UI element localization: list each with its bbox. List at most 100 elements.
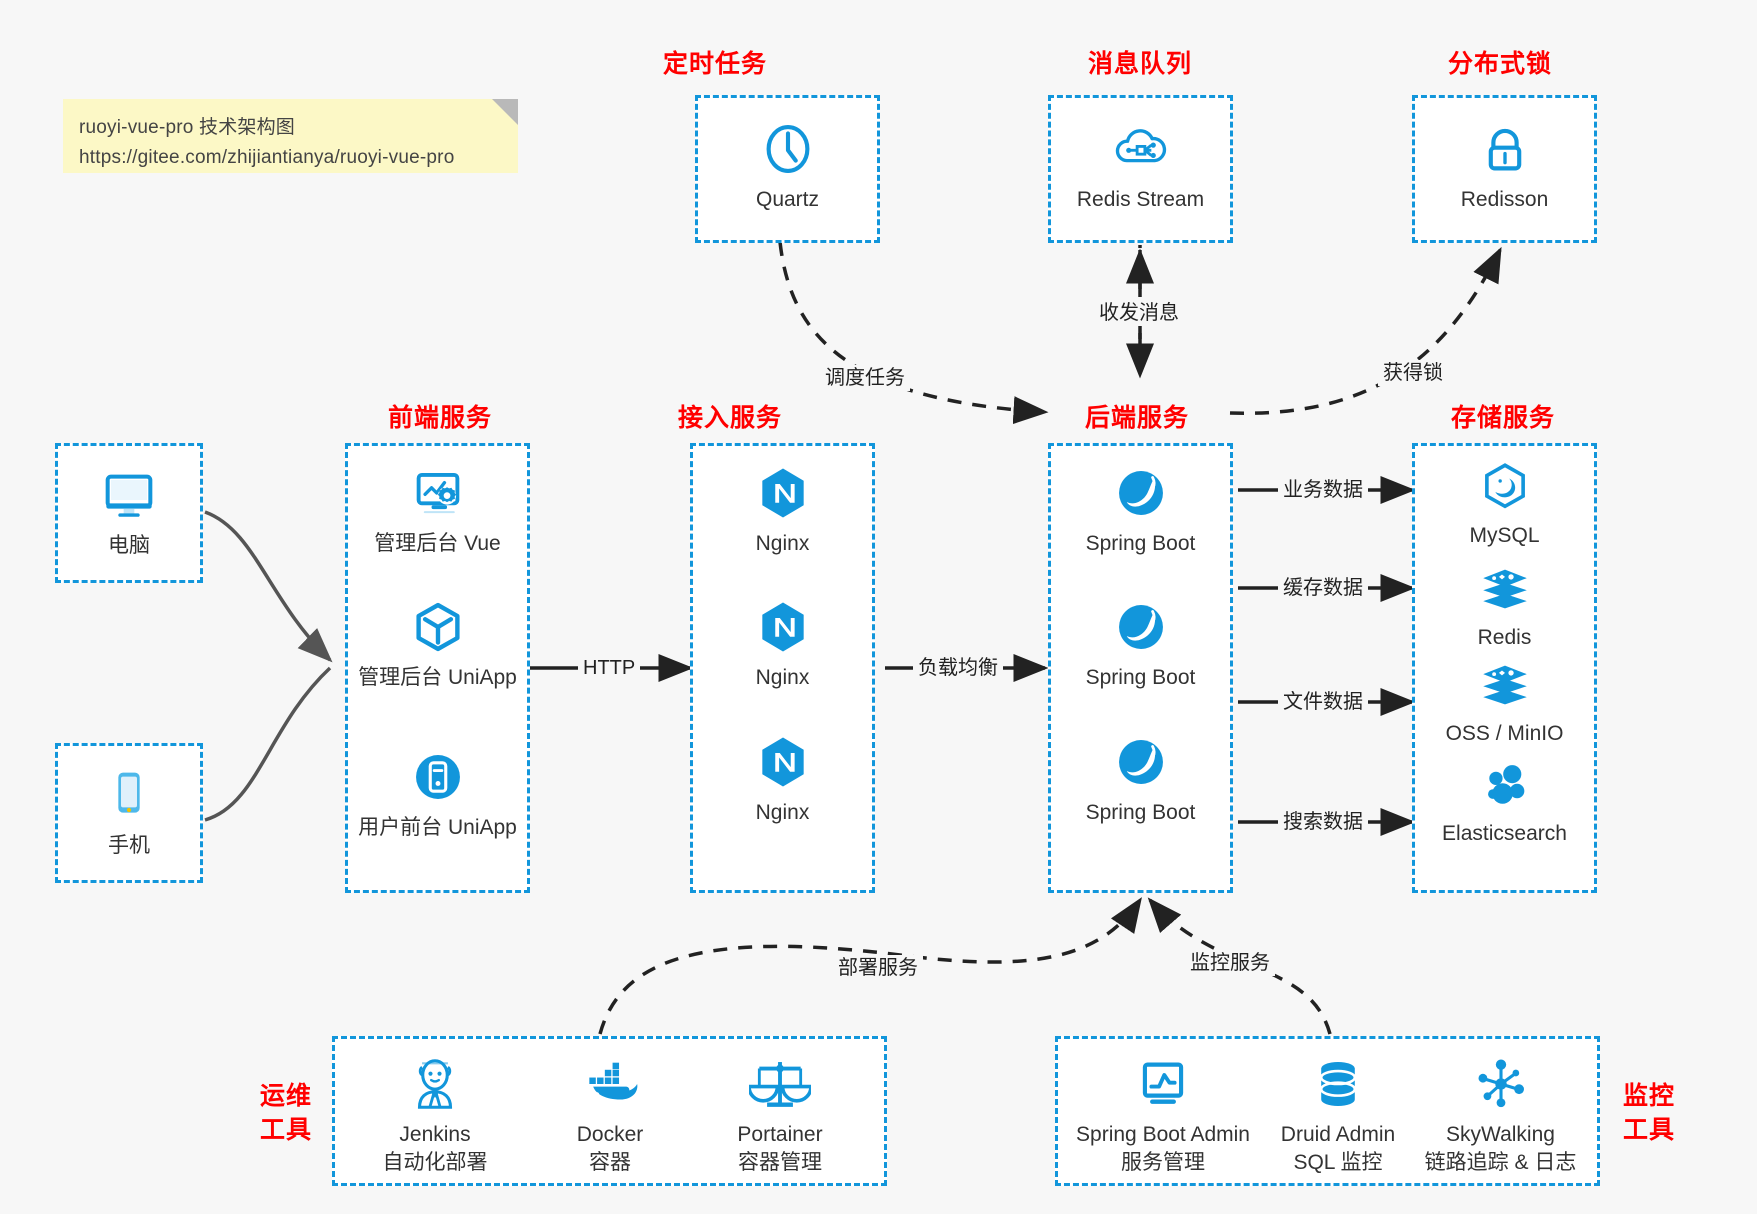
node-druid-admin[interactable]: Druid Admin SQL 监控	[1263, 1053, 1413, 1177]
edge-label-file-data: 文件数据	[1278, 689, 1368, 715]
devops-title-line2: 工具	[259, 1116, 312, 1144]
group-title-frontend-service: 前端服务	[387, 404, 492, 432]
clock-icon	[766, 124, 809, 174]
node-elasticsearch[interactable]: Elasticsearch	[1415, 756, 1594, 848]
edge-label-cache-data: 缓存数据	[1278, 575, 1368, 601]
node-sublabel: 容器	[589, 1151, 631, 1174]
node-docker[interactable]: Docker 容器	[530, 1053, 690, 1177]
node-admin-uniapp[interactable]: 管理后台 UniApp	[348, 596, 527, 692]
redis-stack-icon	[1482, 665, 1527, 705]
note-title: ruoyi-vue-pro 技术架构图	[79, 117, 296, 138]
cloud-node-icon	[1115, 129, 1166, 163]
node-label: Portainer	[737, 1123, 823, 1146]
node-spring-boot-admin[interactable]: Spring Boot Admin 服务管理	[1068, 1053, 1258, 1177]
node-label: Spring Boot	[1085, 801, 1196, 824]
node-label: Redis	[1477, 626, 1532, 649]
edge-label-send-receive-message: 收发消息	[1094, 300, 1184, 326]
node-skywalking[interactable]: SkyWalking 链路追踪 & 日志	[1408, 1053, 1593, 1177]
group-box-storage-service: MySQL Redis OSS / MinIO	[1412, 443, 1597, 893]
node-label: 管理后台 Vue	[374, 532, 501, 555]
node-mysql[interactable]: MySQL	[1415, 458, 1594, 550]
group-title-distributed-lock: 分布式锁	[1447, 50, 1552, 78]
database-icon	[1319, 1062, 1357, 1106]
node-label: Docker	[576, 1123, 644, 1146]
node-sublabel: 容器管理	[738, 1151, 822, 1174]
node-jenkins[interactable]: Jenkins 自动化部署	[355, 1053, 515, 1177]
node-sublabel: 服务管理	[1121, 1151, 1205, 1174]
node-computer[interactable]: 电脑	[58, 462, 200, 560]
desktop-monitor-icon	[105, 474, 153, 517]
nginx-icon	[761, 468, 804, 518]
node-redisson[interactable]: Redisson	[1415, 118, 1594, 214]
group-title-storage-service: 存储服务	[1450, 404, 1555, 432]
node-redis[interactable]: Redis	[1415, 560, 1594, 652]
edge-label-http: HTTP	[578, 655, 641, 681]
dashboard-gear-icon	[416, 472, 459, 514]
node-label: 管理后台 UniApp	[358, 666, 517, 689]
group-box-distributed-lock: Redisson	[1412, 95, 1597, 243]
node-redis-stream[interactable]: Redis Stream	[1051, 118, 1230, 214]
node-user-uniapp[interactable]: 用户前台 UniApp	[348, 746, 527, 842]
group-title-monitor-tools: 监控 工具	[1618, 1079, 1680, 1147]
group-box-computer: 电脑	[55, 443, 203, 583]
spring-leaf-icon	[1118, 471, 1163, 515]
nginx-icon	[761, 602, 804, 652]
node-phone[interactable]: 手机	[58, 762, 200, 860]
node-nginx-3[interactable]: Nginx	[693, 731, 872, 827]
group-box-phone: 手机	[55, 743, 203, 883]
edge-label-load-balance: 负载均衡	[913, 655, 1003, 681]
elasticsearch-icon	[1487, 765, 1524, 804]
node-sublabel: 自动化部署	[382, 1151, 488, 1174]
note-fold-corner	[492, 99, 518, 125]
edge-label-monitor-service: 监控服务	[1185, 950, 1275, 976]
node-admin-vue[interactable]: 管理后台 Vue	[348, 462, 527, 558]
node-spring-boot-3[interactable]: Spring Boot	[1051, 731, 1230, 827]
node-label: 手机	[108, 834, 150, 857]
node-label: Spring Boot	[1085, 532, 1196, 555]
node-nginx-1[interactable]: Nginx	[693, 462, 872, 558]
node-label: Nginx	[755, 666, 810, 689]
node-portainer[interactable]: Portainer 容器管理	[700, 1053, 860, 1177]
group-title-scheduled-task: 定时任务	[662, 50, 767, 78]
node-label: Druid Admin	[1280, 1123, 1396, 1146]
monitor-title-line1: 监控	[1622, 1082, 1675, 1110]
smartphone-icon	[118, 772, 140, 813]
edge-label-business-data: 业务数据	[1278, 477, 1368, 503]
node-label: Elasticsearch	[1442, 822, 1567, 845]
docker-whale-icon	[586, 1062, 638, 1100]
spring-leaf-icon	[1118, 605, 1163, 649]
group-title-gateway-service: 接入服务	[677, 404, 782, 432]
group-box-scheduled-task: Quartz	[695, 95, 880, 243]
node-label: Redis Stream	[1076, 188, 1205, 211]
group-box-gateway-service: Nginx Nginx Nginx	[690, 443, 875, 893]
node-nginx-2[interactable]: Nginx	[693, 596, 872, 692]
sticky-note: ruoyi-vue-pro 技术架构图 https://gitee.com/zh…	[63, 99, 518, 173]
jenkins-butler-icon	[417, 1059, 453, 1109]
node-label: OSS / MinIO	[1445, 722, 1564, 745]
monitor-title-line2: 工具	[1622, 1116, 1675, 1144]
node-spring-boot-1[interactable]: Spring Boot	[1051, 462, 1230, 558]
node-spring-boot-2[interactable]: Spring Boot	[1051, 596, 1230, 692]
node-oss-minio[interactable]: OSS / MinIO	[1415, 656, 1594, 748]
node-label: 电脑	[108, 534, 150, 557]
node-label: Redisson	[1460, 188, 1549, 211]
edge-label-schedule-task: 调度任务	[820, 365, 910, 391]
group-title-message-queue: 消息队列	[1087, 50, 1192, 78]
group-box-message-queue: Redis Stream	[1048, 95, 1233, 243]
node-sublabel: SQL 监控	[1293, 1151, 1383, 1174]
node-label: Quartz	[755, 188, 820, 211]
node-label: Spring Boot	[1085, 666, 1196, 689]
spring-leaf-icon	[1118, 740, 1163, 784]
monitor-chart-icon	[1142, 1062, 1184, 1104]
node-quartz[interactable]: Quartz	[698, 118, 877, 214]
network-nodes-icon	[1478, 1059, 1524, 1108]
devops-title-line1: 运维	[259, 1082, 312, 1110]
node-label: Jenkins	[399, 1123, 471, 1146]
mysql-dolphin-icon	[1484, 463, 1525, 509]
group-box-devops-tools: Jenkins 自动化部署 Docker 容器	[332, 1036, 887, 1186]
group-box-frontend-service: 管理后台 Vue 管理后台 UniApp 用户前台 UniApp	[345, 443, 530, 893]
node-label: MySQL	[1469, 524, 1540, 547]
node-label: 用户前台 UniApp	[358, 816, 517, 839]
group-title-devops-tools: 运维 工具	[255, 1079, 317, 1147]
